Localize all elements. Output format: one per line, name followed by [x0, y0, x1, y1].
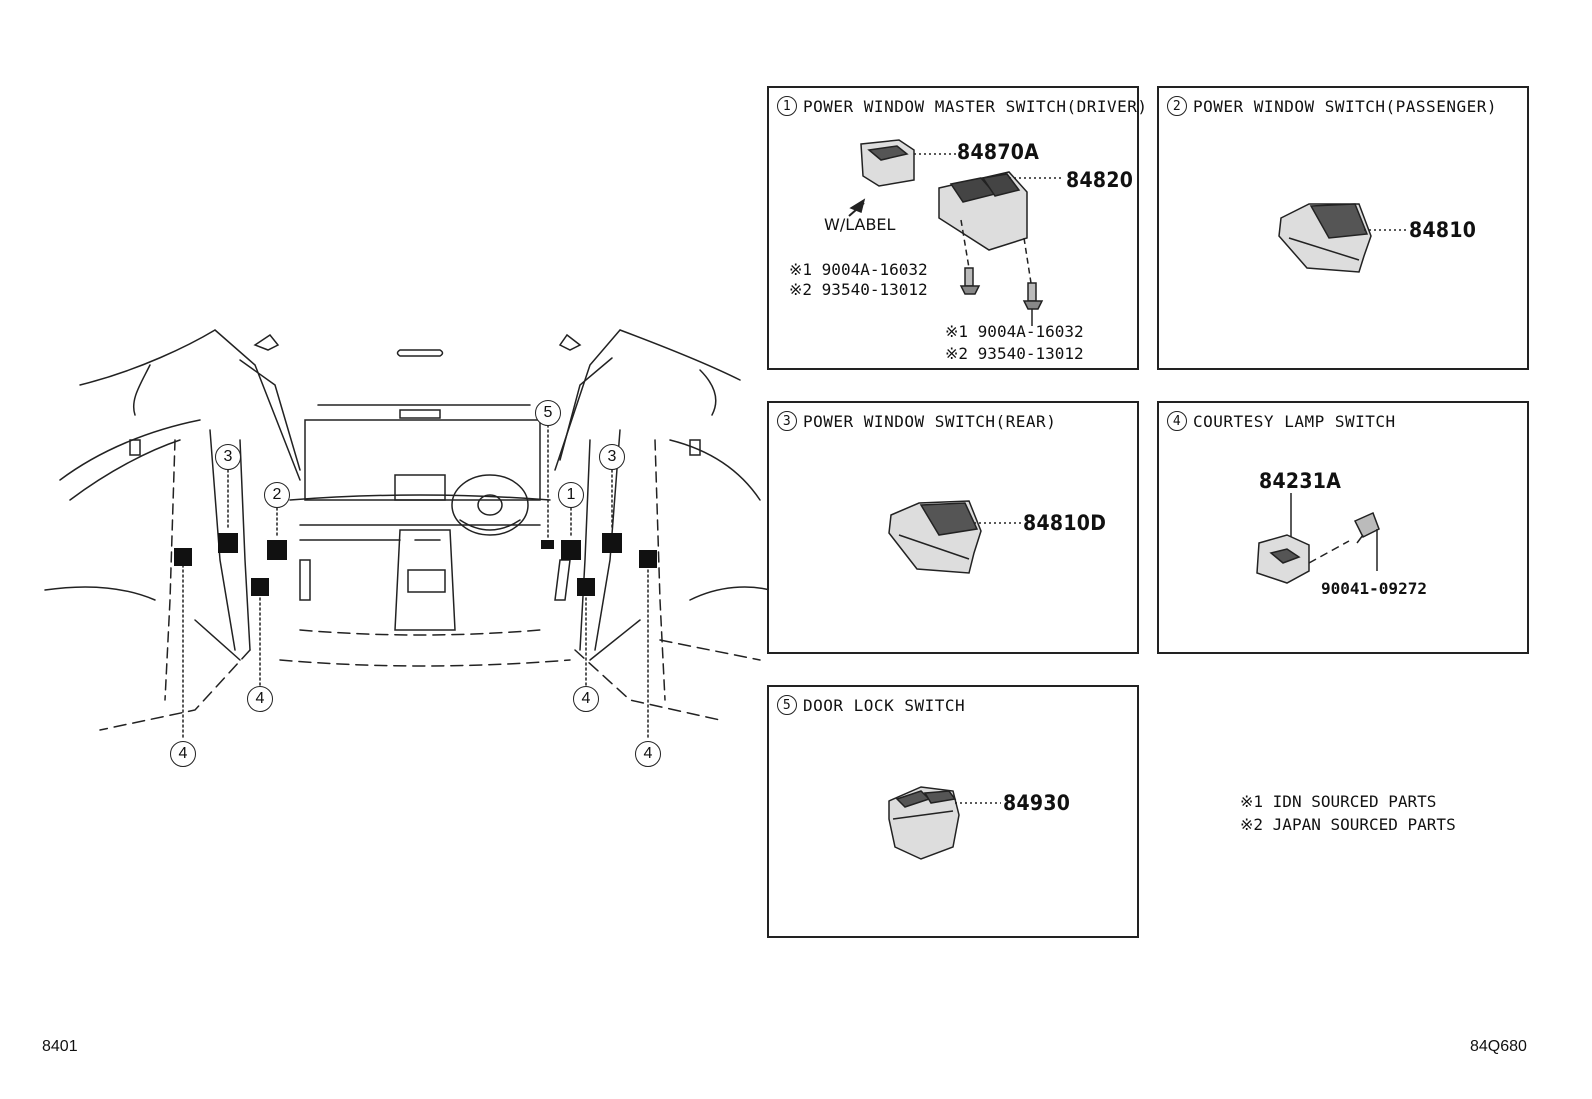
panel-title: 5 DOOR LOCK SWITCH: [777, 695, 965, 715]
screw-part-numbers-left-2: ※2 93540-13012: [789, 280, 928, 299]
part-number-84231a: 84231A: [1259, 469, 1342, 493]
screw-part-numbers-right-2: ※2 93540-13012: [945, 344, 1084, 363]
note-idn-sourced: ※1 IDN SOURCED PARTS: [1240, 792, 1437, 811]
screw-part-numbers-right-1: ※1 9004A-16032: [945, 322, 1084, 341]
panel-courtesy-lamp-switch: 4 COURTESY LAMP SWITCH 84231A 90041-0927…: [1157, 401, 1529, 654]
panel-master-switch: 1 POWER WINDOW MASTER SWITCH(DRIVER) 848…: [767, 86, 1147, 370]
screw-part-numbers-left-1: ※1 9004A-16032: [789, 260, 928, 279]
callout-4-right-inner: 4: [573, 686, 599, 712]
w-label-text: W/LABEL: [824, 215, 896, 234]
part-number-84810d: 84810D: [1023, 511, 1107, 535]
callout-4-right-outer: 4: [635, 741, 661, 767]
note-japan-sourced: ※2 JAPAN SOURCED PARTS: [1240, 815, 1456, 834]
rear-switch-illustration: [888, 500, 1021, 574]
callout-4-left-outer: 4: [170, 741, 196, 767]
door-lock-switch-illustration: [888, 786, 1001, 860]
footer-page-code: 8401: [42, 1038, 78, 1055]
panel-title-text: POWER WINDOW SWITCH(PASSENGER): [1193, 96, 1497, 116]
panel-number: 2: [1167, 96, 1187, 116]
panel-door-lock-switch: 5 DOOR LOCK SWITCH 84930: [767, 685, 1139, 938]
panel-title-text: COURTESY LAMP SWITCH: [1193, 411, 1396, 431]
panel-title-text: POWER WINDOW SWITCH(REAR): [803, 411, 1057, 431]
panel-rear-switch: 3 POWER WINDOW SWITCH(REAR) 84810D: [767, 401, 1139, 654]
panel-number: 1: [777, 96, 797, 116]
master-switch-illustration: [848, 139, 1063, 326]
part-number-84810: 84810: [1409, 218, 1477, 242]
panel-number: 5: [777, 695, 797, 715]
panel-number: 4: [1167, 411, 1187, 431]
passenger-switch-illustration: [1278, 203, 1409, 273]
footer-figure-code: 84Q680: [1470, 1038, 1527, 1055]
callout-3-left: 3: [215, 444, 241, 470]
part-number-90041-09272: 90041-09272: [1321, 579, 1427, 598]
callout-1: 1: [558, 482, 584, 508]
panel-title-text: DOOR LOCK SWITCH: [803, 695, 966, 715]
panel-number: 3: [777, 411, 797, 431]
courtesy-lamp-switch-illustration: [1256, 493, 1380, 584]
callout-2: 2: [264, 482, 290, 508]
panel-passenger-switch: 2 POWER WINDOW SWITCH(PASSENGER) 84810: [1157, 86, 1529, 370]
panel-title: 1 POWER WINDOW MASTER SWITCH(DRIVER): [777, 96, 1148, 116]
part-number-84820: 84820: [1066, 168, 1134, 192]
panel-title: 4 COURTESY LAMP SWITCH: [1167, 411, 1396, 431]
callout-4-left-inner: 4: [247, 686, 273, 712]
panel-title: 2 POWER WINDOW SWITCH(PASSENGER): [1167, 96, 1497, 116]
part-number-84930: 84930: [1003, 791, 1071, 815]
panel-title-text: POWER WINDOW MASTER SWITCH(DRIVER): [803, 96, 1148, 116]
callout-5: 5: [535, 400, 561, 426]
panel-title: 3 POWER WINDOW SWITCH(REAR): [777, 411, 1056, 431]
part-number-84870a: 84870A: [957, 140, 1040, 164]
callout-3-right: 3: [599, 444, 625, 470]
